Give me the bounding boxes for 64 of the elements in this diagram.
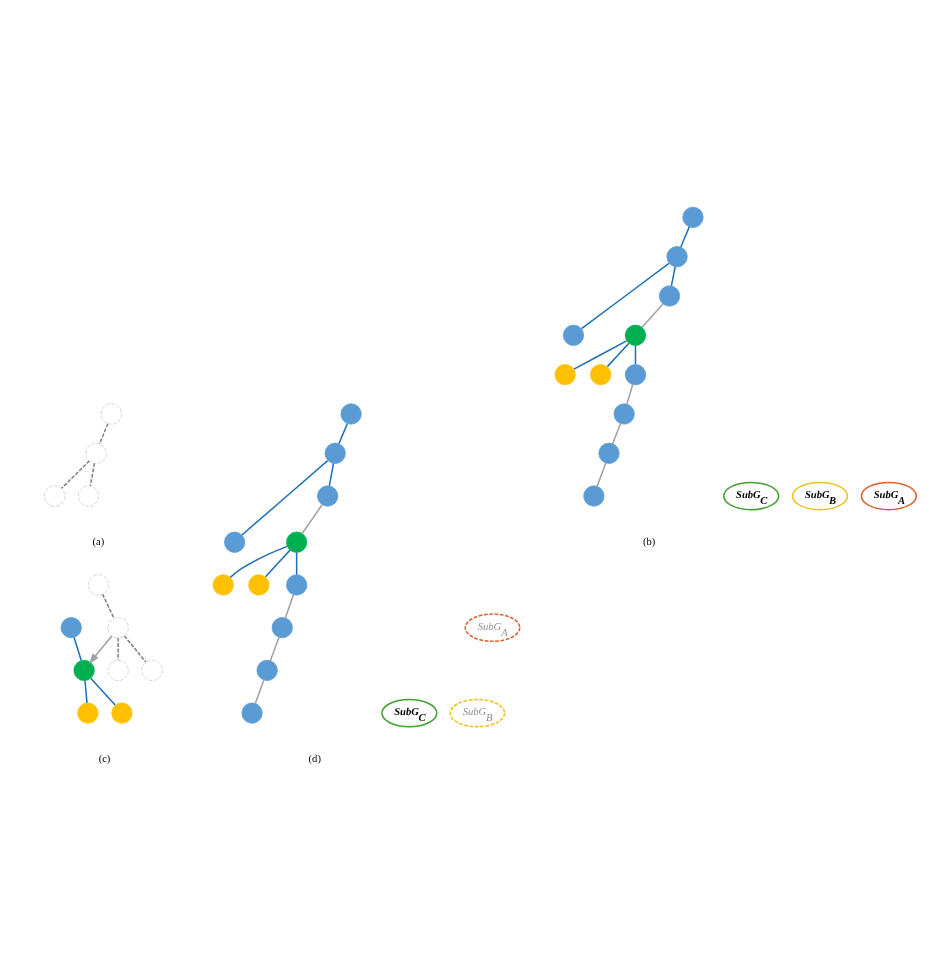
- node-circle: [562, 324, 585, 346]
- connector: [573, 340, 628, 370]
- node-circle: [340, 403, 362, 425]
- connector: [99, 422, 109, 445]
- node-circle: [286, 531, 308, 553]
- connector: [301, 504, 323, 535]
- node-circle: [682, 206, 704, 228]
- node-circle: [624, 324, 647, 346]
- connector: [269, 636, 280, 662]
- node-circle: [658, 285, 681, 307]
- connector: [73, 636, 82, 662]
- node-circle: [590, 364, 612, 386]
- node-circle: [87, 574, 110, 596]
- node-circle: [100, 403, 122, 425]
- node-circle: [73, 659, 95, 681]
- node-circle: [111, 702, 133, 724]
- connector: [611, 422, 622, 445]
- node-circle: [256, 659, 278, 681]
- connector: [580, 262, 670, 330]
- connector: [123, 635, 147, 663]
- node-circle: [583, 485, 605, 507]
- connector: [328, 462, 335, 487]
- node-circle: [317, 485, 339, 507]
- connector: [101, 593, 115, 619]
- connector: [295, 551, 298, 576]
- connector: [84, 679, 88, 704]
- connector: [626, 383, 634, 405]
- connector: [254, 679, 265, 705]
- connector: [229, 545, 288, 579]
- node-circle: [241, 702, 263, 724]
- node-circle: [248, 574, 270, 596]
- connector: [241, 459, 329, 536]
- connector: [284, 594, 295, 619]
- connector: [606, 342, 630, 368]
- connector: [89, 462, 96, 487]
- node-circle: [613, 403, 635, 425]
- node-circle: [107, 617, 129, 639]
- node-circle: [554, 364, 576, 386]
- node-circle: [666, 246, 688, 268]
- node-circle: [85, 442, 107, 464]
- node-circle: [60, 617, 82, 639]
- node-circle: [212, 574, 234, 596]
- connector: [338, 422, 349, 445]
- node-circle: [44, 485, 66, 507]
- connector: [641, 303, 664, 329]
- node-circle: [107, 659, 129, 681]
- connector: [89, 677, 116, 706]
- arrow: [88, 635, 113, 664]
- connector: [596, 462, 607, 488]
- node-circle: [78, 485, 100, 507]
- connector: [60, 460, 91, 490]
- node-circle: [224, 531, 246, 553]
- node-circle: [324, 442, 346, 464]
- node-circle: [141, 659, 163, 681]
- node-circle: [286, 574, 308, 596]
- connector: [670, 266, 676, 287]
- connector: [117, 637, 119, 661]
- node-circle: [624, 364, 647, 386]
- node-circle: [598, 442, 620, 464]
- connector: [264, 549, 291, 578]
- node-circle: [77, 702, 99, 724]
- connector: [680, 226, 691, 248]
- node-circle: [271, 617, 293, 639]
- connector: [634, 344, 637, 365]
